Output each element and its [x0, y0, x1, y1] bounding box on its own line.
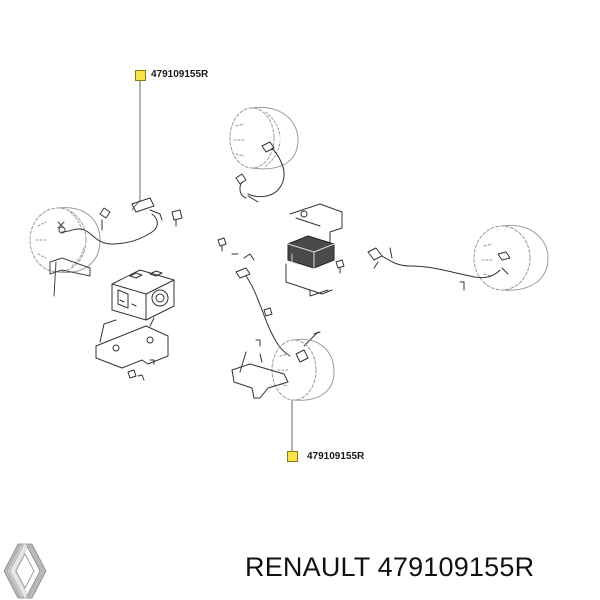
right-abs-sensor-cable: [367, 247, 511, 291]
abs-mounting-bracket: [95, 317, 169, 381]
upper-abs-sensor-cable: [235, 141, 285, 203]
upper-wheel: [229, 106, 299, 170]
center-abs-sensor-cable: [231, 253, 321, 363]
abs-control-unit: [287, 235, 335, 269]
left-sensor-bracket: [49, 221, 91, 297]
lower-sensor-bracket: [231, 339, 289, 399]
callout-label-bottom: 479109155R: [307, 451, 365, 462]
brand-part-number: RENAULT 479109155R: [245, 552, 534, 583]
callout-marker-top: [135, 70, 146, 81]
clip-fastener: [217, 237, 345, 274]
brand-name: RENAULT: [245, 552, 370, 582]
clip-fastener: [171, 209, 183, 227]
callout-marker-bottom: [287, 451, 298, 462]
callout-label-top: 479109155R: [151, 69, 209, 80]
left-wheel: [29, 207, 101, 273]
right-wheel: [473, 224, 549, 291]
part-number: 479109155R: [377, 552, 535, 582]
abs-hydraulic-unit: [111, 269, 175, 321]
left-abs-sensor-cable: [61, 197, 163, 245]
renault-logo-icon: [3, 543, 47, 599]
